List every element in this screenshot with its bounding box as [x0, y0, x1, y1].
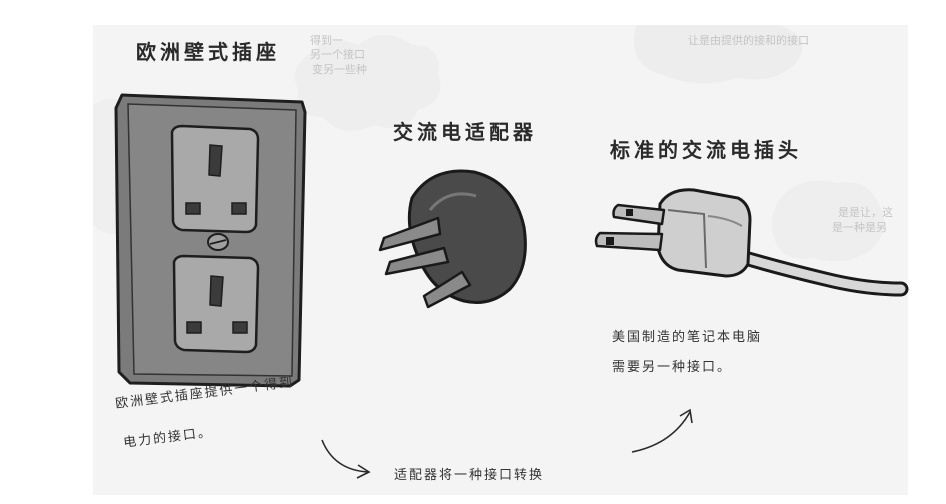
adapter-caption: 适配器将一种接口转换	[394, 468, 545, 483]
laptop-caption-line-1: 美国制造的笔记本电脑	[612, 330, 763, 345]
curved-arrow-left	[321, 439, 371, 479]
background-text-right-1: 是是让，这	[838, 206, 893, 219]
curved-arrow-right	[631, 408, 693, 453]
adapter-title: 交流电适配器	[393, 120, 537, 144]
background-text-line-1: 得到一	[310, 34, 343, 47]
european-wall-outlet	[114, 93, 307, 388]
background-clouds	[93, 25, 885, 262]
ac-adapter	[378, 169, 527, 309]
laptop-caption-line-2: 需要另一种接口。	[612, 360, 733, 375]
standard-ac-plug	[594, 188, 909, 297]
outlet-title: 欧洲壁式插座	[136, 40, 280, 64]
background-text-top-right: 让是由提供的接和的接口	[688, 34, 809, 47]
plug-title: 标准的交流电插头	[610, 138, 802, 162]
background-text-line-3: 变另一些种	[312, 63, 367, 76]
background-text-right-2: 是一种是另	[832, 221, 887, 234]
background-text-line-2: 另一个接口	[310, 48, 365, 61]
